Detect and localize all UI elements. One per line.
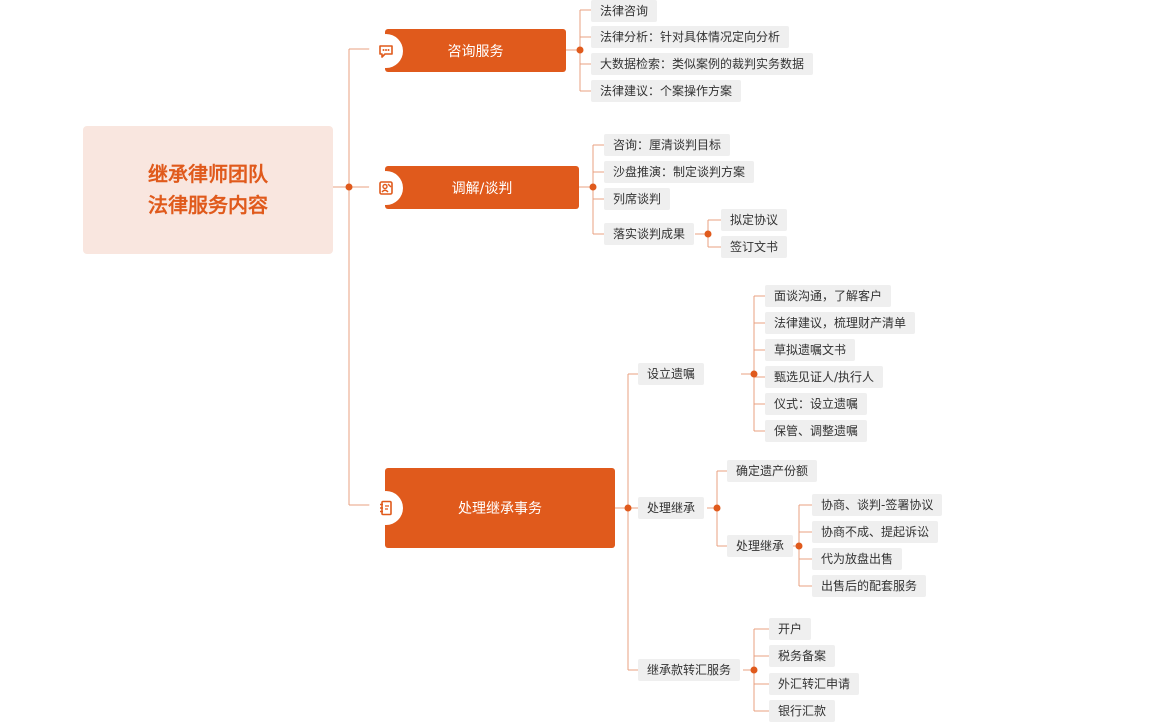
- root-node[interactable]: 继承律师团队 法律服务内容: [83, 126, 333, 254]
- branch-mediation[interactable]: 调解/谈判: [369, 166, 579, 209]
- leaf-mediation-sub-1[interactable]: 拟定协议: [721, 209, 788, 231]
- leaf-transfer-3[interactable]: 外汇转汇申请: [769, 673, 860, 695]
- node-handle-sub[interactable]: 处理继承: [727, 535, 794, 557]
- branch-consult[interactable]: 咨询服务: [369, 29, 566, 72]
- leaf-transfer-2[interactable]: 税务备案: [769, 645, 836, 667]
- root-title-line1: 继承律师团队: [148, 162, 268, 186]
- branch-inherit-label: 处理继承事务: [458, 501, 542, 517]
- leaf-consult-2[interactable]: 法律分析：针对具体情况定向分析: [591, 26, 790, 48]
- node-handle[interactable]: 处理继承: [638, 497, 705, 519]
- leaf-will-3[interactable]: 草拟遗嘱文书: [765, 339, 856, 361]
- node-will[interactable]: 设立遗嘱: [638, 363, 705, 385]
- leaf-handle-2[interactable]: 协商不成、提起诉讼: [812, 521, 939, 543]
- leaf-mediation-2[interactable]: 沙盘推演：制定谈判方案: [604, 161, 755, 183]
- root-title-line2: 法律服务内容: [148, 193, 268, 217]
- person-document-icon: [369, 170, 403, 205]
- leaf-consult-4[interactable]: 法律建议：个案操作方案: [591, 80, 742, 102]
- leaf-handle-4[interactable]: 出售后的配套服务: [812, 575, 927, 597]
- node-transfer[interactable]: 继承款转汇服务: [638, 659, 741, 681]
- junction-dots: [345, 46, 803, 674]
- leaf-handle-1[interactable]: 协商、谈判-签署协议: [812, 494, 943, 516]
- leaf-will-1[interactable]: 面谈沟通，了解客户: [765, 285, 892, 307]
- leaf-mediation-1[interactable]: 咨询：厘清谈判目标: [604, 134, 731, 156]
- leaf-handle-share[interactable]: 确定遗产份额: [727, 460, 818, 482]
- notebook-icon: [369, 491, 403, 525]
- leaf-will-4[interactable]: 甄选见证人/执行人: [765, 366, 884, 388]
- leaf-mediation-3[interactable]: 列席谈判: [604, 188, 671, 210]
- chat-bubble-icon: [369, 33, 403, 68]
- branch-consult-label: 咨询服务: [447, 43, 504, 60]
- leaf-will-5[interactable]: 仪式：设立遗嘱: [765, 393, 868, 415]
- leaf-will-2[interactable]: 法律建议，梳理财产清单: [765, 312, 916, 334]
- leaf-consult-1[interactable]: 法律咨询: [591, 0, 658, 22]
- leaf-handle-3[interactable]: 代为放盘出售: [812, 548, 903, 570]
- leaf-transfer-1[interactable]: 开户: [769, 618, 812, 640]
- leaf-mediation-4[interactable]: 落实谈判成果: [604, 223, 695, 245]
- branch-mediation-label: 调解/谈判: [451, 180, 513, 197]
- branch-inherit[interactable]: 处理继承事务: [369, 468, 615, 548]
- leaf-mediation-sub-2[interactable]: 签订文书: [721, 236, 788, 258]
- leaf-transfer-4[interactable]: 银行汇款: [769, 700, 836, 722]
- leaf-consult-3[interactable]: 大数据检索：类似案例的裁判实务数据: [591, 53, 814, 75]
- leaf-will-6[interactable]: 保管、调整遗嘱: [765, 420, 868, 442]
